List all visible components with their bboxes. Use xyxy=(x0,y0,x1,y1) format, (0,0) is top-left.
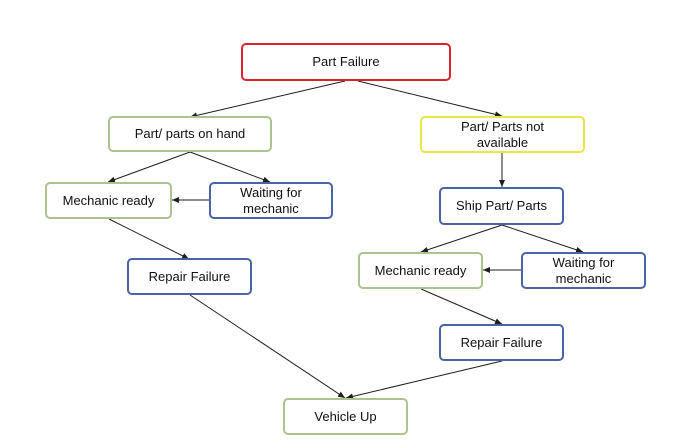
mechanic-ready-left-node: Mechanic ready xyxy=(45,182,172,219)
arrow-parts-on-hand-to-waiting xyxy=(189,151,271,183)
arrow-repair-right-to-vehicle-up xyxy=(345,360,503,400)
parts-on-hand-node: Part/ parts on hand xyxy=(108,116,272,152)
arrow-mechanic-ready-to-repair-left xyxy=(108,218,190,260)
mechanic-ready-right-node: Mechanic ready xyxy=(358,252,483,289)
ship-parts-node: Ship Part/ Parts xyxy=(439,187,564,225)
arrow-repair-left-to-vehicle-up xyxy=(189,294,346,399)
arrow-parts-on-hand-to-mechanic-ready xyxy=(107,151,191,183)
arrow-ship-parts-to-mechanic-ready-right xyxy=(420,224,503,253)
vehicle-up-node: Vehicle Up xyxy=(283,398,408,435)
arrow-part-failure-to-parts-not-available xyxy=(357,80,503,118)
arrow-part-failure-to-parts-on-hand xyxy=(189,80,346,119)
waiting-for-mechanic-right-node: Waiting for mechanic xyxy=(521,252,646,289)
part-failure-node: Part Failure xyxy=(241,43,451,81)
waiting-for-mechanic-left-node: Waiting for mechanic xyxy=(209,182,333,219)
repair-failure-right-node: Repair Failure xyxy=(439,324,564,361)
parts-not-available-node: Part/ Parts not available xyxy=(420,116,585,153)
repair-failure-left-node: Repair Failure xyxy=(127,258,252,295)
arrow-mechanic-ready-to-repair-right xyxy=(420,288,503,325)
arrow-ship-parts-to-waiting-right xyxy=(501,224,584,253)
